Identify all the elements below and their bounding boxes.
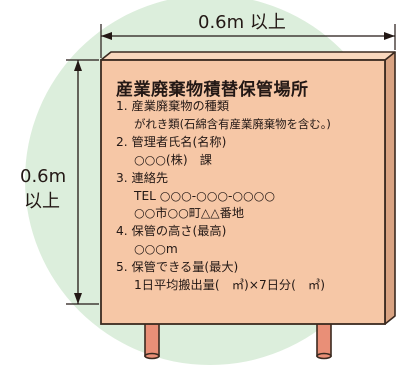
sign-line-detail: がれき類(石綿含有産業廃棄物を含む。) bbox=[134, 116, 331, 131]
sign-line-heading: 3. 連絡先 bbox=[116, 170, 169, 185]
height-dimension-label-value: 0.6m bbox=[20, 166, 67, 187]
sign-board: 産業廃棄物積替保管場所 1. 産業廃棄物の種類がれき類(石綿含有産業廃棄物を含む… bbox=[103, 61, 388, 324]
sign-title: 産業廃棄物積替保管場所 bbox=[116, 80, 309, 100]
sign-line-heading: 4. 保管の高さ(最高) bbox=[116, 224, 227, 239]
height-dimension-label-suffix: 以上 bbox=[24, 191, 60, 212]
sign-line-detail: TEL ○○○-○○○-○○○○ bbox=[134, 188, 275, 203]
height-dimension-arrow bbox=[74, 60, 82, 304]
sign-line-detail: ○○市○○町△△番地 bbox=[134, 206, 245, 221]
sign-line-heading: 2. 管理者氏名(名称) bbox=[116, 134, 227, 149]
sign-line-heading: 5. 保管できる量(最大) bbox=[116, 260, 239, 275]
sign-board-face bbox=[100, 59, 386, 325]
width-dimension-arrow bbox=[101, 32, 395, 40]
sign-line-heading: 1. 産業廃棄物の種類 bbox=[116, 99, 230, 113]
width-dimension-label: 0.6m 以上 bbox=[198, 12, 286, 33]
sign-board-top bbox=[100, 51, 396, 61]
sign-line-detail: ○○○m bbox=[134, 242, 178, 257]
sign-line-detail: ○○○(株) 課 bbox=[134, 152, 212, 167]
sign-line-detail: 1日平均搬出量( ㎥)×7日分( ㎥) bbox=[134, 278, 325, 292]
